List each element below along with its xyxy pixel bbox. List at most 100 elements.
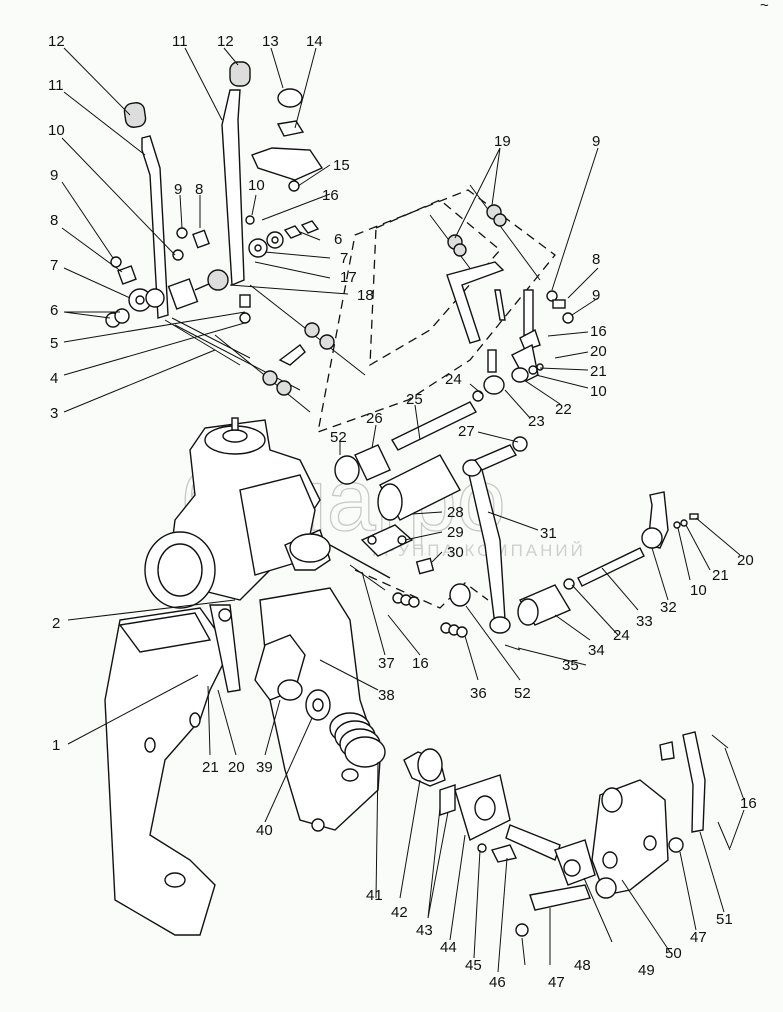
- callout-16: 16: [322, 187, 339, 204]
- callout-41: 41: [366, 887, 383, 904]
- callout-39: 39: [256, 759, 273, 776]
- callout-49: 49: [638, 962, 655, 979]
- springs-36-37: [349, 564, 468, 638]
- callout-35: 35: [562, 657, 579, 674]
- callout-16: 16: [590, 323, 607, 340]
- bolt-49: [505, 824, 561, 861]
- oring-52: [449, 583, 471, 607]
- control-cables: [214, 184, 574, 413]
- fitting-26: [354, 444, 391, 481]
- callout-31: 31: [540, 525, 557, 542]
- callout-12: 12: [48, 33, 65, 50]
- callout-45: 45: [465, 957, 482, 974]
- callout-26: 26: [366, 410, 383, 427]
- callout-8: 8: [592, 251, 600, 268]
- callout-48: 48: [574, 957, 591, 974]
- callout-24: 24: [613, 627, 630, 644]
- leader-lines: [61, 47, 745, 973]
- callout-11: 11: [172, 33, 188, 50]
- pin-48: [529, 884, 591, 911]
- callout-9: 9: [50, 167, 58, 184]
- left-lever-assembly: [105, 61, 324, 391]
- callout-15: 15: [333, 157, 350, 174]
- callout-43: 43: [416, 922, 433, 939]
- callout-7: 7: [50, 257, 58, 274]
- plate-29: [360, 524, 414, 557]
- callout-13: 13: [262, 33, 279, 50]
- callout-38: 38: [378, 687, 395, 704]
- callout-36: 36: [470, 685, 487, 702]
- callout-52: 52: [330, 429, 347, 446]
- lever-right: [221, 89, 245, 287]
- callout-8: 8: [195, 181, 203, 198]
- shaft-and-fittings: [334, 390, 699, 651]
- callout-19: 19: [494, 133, 511, 150]
- callout-29: 29: [447, 524, 464, 541]
- callout-20: 20: [590, 343, 607, 360]
- callout-23: 23: [528, 413, 545, 430]
- callout-21: 21: [202, 759, 219, 776]
- callout-14: 14: [306, 33, 323, 50]
- callout-6: 6: [334, 231, 342, 248]
- callout-11: 11: [48, 77, 64, 94]
- callout-17: 17: [340, 269, 357, 286]
- callout-10: 10: [48, 122, 65, 139]
- callout-50: 50: [665, 945, 682, 962]
- callout-47: 47: [548, 974, 565, 991]
- callout-28: 28: [447, 504, 464, 521]
- bracket-plate-15: [251, 147, 324, 181]
- callout-22: 22: [555, 401, 572, 418]
- clip-top: [659, 741, 675, 761]
- shaft-33: [577, 547, 645, 587]
- callout-5: 5: [50, 335, 58, 352]
- callout-16: 16: [740, 795, 757, 812]
- callout-10: 10: [590, 383, 607, 400]
- callout-9: 9: [592, 287, 600, 304]
- callout-7: 7: [340, 250, 348, 267]
- callout-3: 3: [50, 405, 58, 422]
- callout-9: 9: [174, 181, 182, 198]
- corner-mark: ~: [760, 0, 769, 14]
- bolt-46: [490, 844, 517, 863]
- distributor-housing: [144, 417, 391, 609]
- callout-20: 20: [228, 759, 245, 776]
- spring-41: [329, 712, 386, 768]
- nut-15: [288, 180, 300, 192]
- pedal-bracket: [104, 587, 386, 936]
- callout-9: 9: [592, 133, 600, 150]
- callout-25: 25: [406, 391, 423, 408]
- callout-47: 47: [690, 929, 707, 946]
- callout-24: 24: [445, 371, 462, 388]
- callout-20: 20: [737, 552, 754, 569]
- callout-10: 10: [248, 177, 265, 194]
- callout-30: 30: [447, 544, 464, 561]
- callout-6: 6: [50, 302, 58, 319]
- callout-4: 4: [50, 370, 58, 387]
- callout-10: 10: [690, 582, 707, 599]
- callout-27: 27: [458, 423, 475, 440]
- callout-12: 12: [217, 33, 234, 50]
- callout-2: 2: [52, 615, 60, 632]
- knob-left: [123, 102, 147, 128]
- callout-8: 8: [50, 212, 58, 229]
- callout-52: 52: [514, 685, 531, 702]
- callout-labels: 12 11 10 9 8 7 6 5 4 3 11 12 13 14 15 16…: [48, 33, 757, 991]
- callout-1: 1: [52, 737, 60, 754]
- watermark-sub: ГРУППА КОМПАНИЙ: [372, 541, 586, 560]
- pedal-pivot-assembly: [403, 731, 731, 937]
- callout-44: 44: [440, 939, 457, 956]
- callout-34: 34: [588, 642, 605, 659]
- callout-42: 42: [391, 904, 408, 921]
- callout-32: 32: [660, 599, 677, 616]
- pin-27: [473, 444, 518, 471]
- clips-43: [439, 784, 456, 816]
- callout-16: 16: [412, 655, 429, 672]
- shaft-25: [391, 401, 477, 451]
- knob-right: [229, 61, 251, 87]
- callout-37: 37: [378, 655, 395, 672]
- callout-18: 18: [357, 287, 374, 304]
- callout-21: 21: [712, 567, 729, 584]
- callout-33: 33: [636, 613, 653, 630]
- callout-46: 46: [489, 974, 506, 991]
- callout-21: 21: [590, 363, 607, 380]
